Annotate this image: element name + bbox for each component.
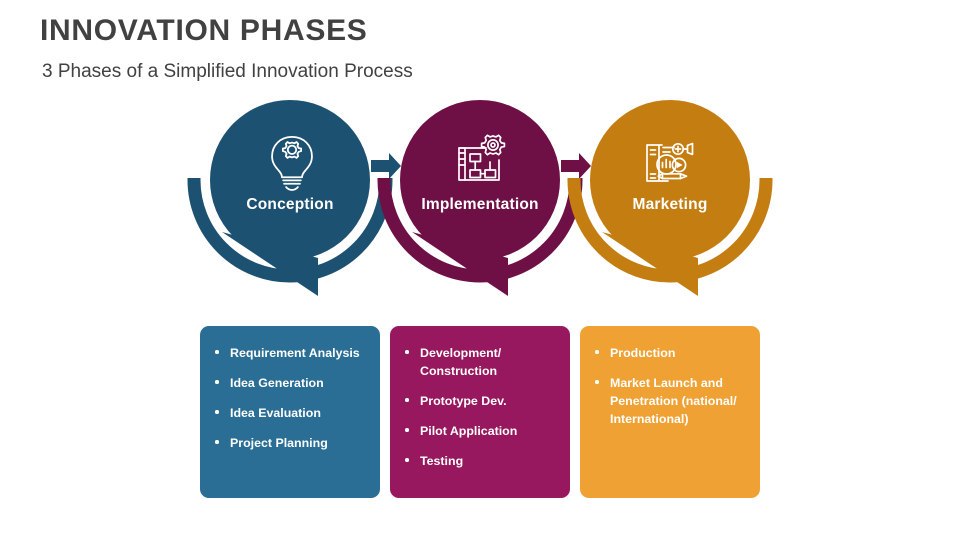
bullet-box-conception[interactable]: Requirement Analysis Idea Generation Ide… [200,326,380,498]
bullet-text: Production [610,346,676,360]
list-item: Requirement Analysis [212,344,370,374]
flowchart-gear-icon [458,134,506,181]
bullet-dot-icon [215,440,219,444]
bullet-list-implementation: Development/ Construction Prototype Dev.… [402,344,560,471]
bullet-text: Market Launch and Penetration (national/… [610,376,737,427]
bullet-dot-icon [405,428,409,432]
list-item: Idea Generation [212,374,370,404]
list-item: Market Launch and Penetration (national/… [592,374,750,428]
bullet-text: Idea Evaluation [230,406,321,421]
bullet-text: Idea Generation [230,376,324,391]
header: INNOVATION PHASES 3 Phases of a Simplifi… [40,14,920,83]
marketing-report-icon [646,142,694,182]
arrow-implementation-to-marketing [561,153,591,179]
bullet-text: Development/ Construction [420,346,502,379]
bullet-list-marketing: Production Market Launch and Penetration… [592,344,750,428]
arrow-conception-to-implementation [371,153,401,179]
list-item: Prototype Dev. [402,392,560,422]
phase-group-implementation[interactable] [377,84,583,296]
list-item: Testing [402,452,560,470]
bullet-text: Requirement Analysis [230,346,360,360]
bullet-text: Testing [420,454,464,469]
bullet-dot-icon [215,350,219,354]
bullet-dot-icon [405,398,409,402]
list-item: Project Planning [212,434,370,452]
bullet-list-conception: Requirement Analysis Idea Generation Ide… [212,344,370,452]
list-item: Production [592,344,750,374]
bullet-dot-icon [215,380,219,384]
page-subtitle: 3 Phases of a Simplified Innovation Proc… [42,61,413,82]
list-item: Pilot Application [402,422,560,452]
bullet-box-marketing[interactable]: Production Market Launch and Penetration… [580,326,760,498]
bullet-dot-icon [405,458,409,462]
bullet-box-implementation[interactable]: Development/ Construction Prototype Dev.… [390,326,570,498]
arc-ring-marketing [567,178,773,283]
page-title: INNOVATION PHASES [40,14,368,47]
phase-group-marketing[interactable] [567,84,773,296]
bullet-text: Prototype Dev. [420,394,507,409]
bullet-dot-icon [595,350,599,354]
bullet-dot-icon [595,380,599,384]
bullet-dot-icon [215,410,219,414]
phase-group-conception[interactable] [187,84,393,296]
bullet-text: Pilot Application [420,424,518,439]
list-item: Development/ Construction [402,344,560,392]
list-item: Idea Evaluation [212,404,370,434]
phase-circle-marketing[interactable] [590,100,750,260]
lightbulb-gear-icon [271,136,313,191]
bullet-dot-icon [405,350,409,354]
bullet-text: Project Planning [230,436,328,451]
